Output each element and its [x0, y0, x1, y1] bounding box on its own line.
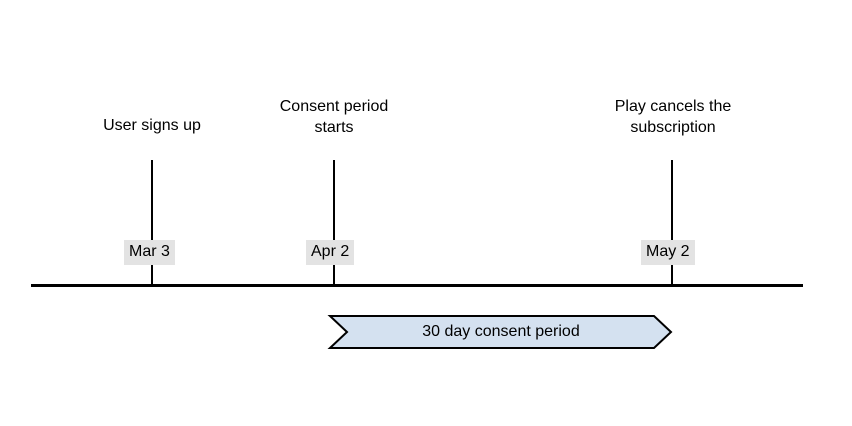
event-date-chip-play-cancels: May 2 [641, 240, 695, 265]
event-caption-signup: User signs up [103, 117, 201, 134]
timeline-axis [31, 284, 803, 287]
event-date-chip-signup: Mar 3 [124, 240, 175, 265]
event-date-chip-consent-start: Apr 2 [306, 240, 355, 265]
event-tick-signup [151, 160, 153, 285]
event-caption-consent-start: Consent period starts [279, 98, 389, 136]
event-tick-play-cancels [671, 160, 673, 285]
event-caption-play-cancels: Play cancels the subscription [614, 98, 732, 136]
chevron-polygon [327, 315, 673, 349]
event-tick-consent-start [333, 160, 335, 285]
consent-period-chevron-shape [327, 315, 673, 349]
consent-period-banner: 30 day consent period [327, 315, 673, 349]
